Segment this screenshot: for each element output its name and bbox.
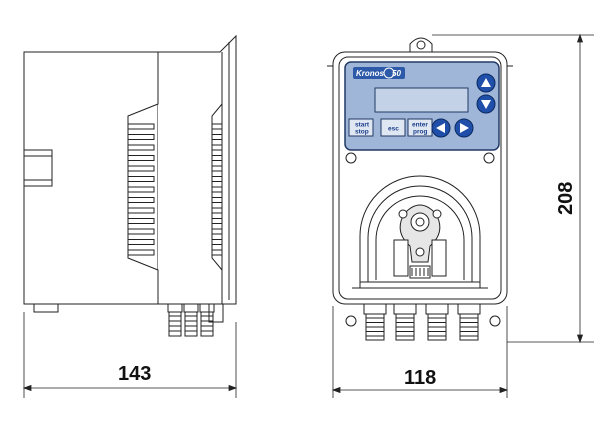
rib [127,123,155,130]
dimension-width-label: 118 [404,367,436,389]
svg-text:enter: enter [412,122,428,129]
rib [127,144,155,151]
arrow-left-button[interactable] [431,118,451,138]
svg-text:Kronos: Kronos [356,69,385,78]
rib [211,186,223,193]
rib [211,144,223,151]
arrow-down-button[interactable] [476,94,496,114]
rib [211,176,223,182]
fitting-nut [183,303,199,313]
dimensions [22,33,594,398]
rib [211,123,223,130]
rib [127,249,155,256]
enter-prog-button[interactable]: enter prog [407,118,433,137]
fitting-body [184,311,198,337]
arrow-left-icon [436,123,445,133]
fitting-body [200,311,214,337]
fitting-nut [199,303,215,313]
rib [127,197,155,203]
rib [127,218,155,224]
start-stop-button[interactable]: start stop [348,118,374,137]
rib [127,186,155,193]
svg-text:stop: stop [355,129,369,136]
rib [211,207,223,214]
rib [211,249,223,256]
front-view: Kronos 50 start stop [327,37,513,341]
rib [127,134,155,140]
rib [127,165,155,172]
rib [211,239,223,245]
dimension-depth-label: 143 [118,363,151,385]
fitting-nut [457,303,481,315]
control-panel: Kronos 50 start stop [344,61,500,151]
rib [127,176,155,182]
rib [211,155,223,161]
pump-head [352,175,488,289]
brand-logo: Kronos 50 [353,67,405,79]
svg-text:start: start [355,122,370,129]
arrow-right-icon [460,123,469,133]
arrow-up-button[interactable] [476,73,496,93]
rotor-icon [398,204,442,263]
rib [211,197,223,203]
rib [211,218,223,224]
rib [127,207,155,214]
rib [127,239,155,245]
svg-text:esc: esc [388,126,399,133]
dimension-height-label: 208 [555,182,577,215]
arrow-down-icon [481,100,491,109]
rib [211,165,223,172]
rib [211,228,223,235]
fitting-nut [425,303,449,315]
lcd-display [374,87,469,113]
esc-button[interactable]: esc [380,118,406,137]
rib [127,228,155,235]
fitting-nut [167,303,183,313]
arrow-right-button[interactable] [454,118,474,138]
side-view [23,34,237,337]
arrow-up-icon [481,78,491,87]
fitting-nut [363,303,387,315]
rib [127,155,155,161]
fitting-body [168,311,182,337]
svg-text:prog: prog [413,129,427,136]
rib [211,134,223,140]
fitting-nut [393,303,417,315]
svg-text:50: 50 [392,69,401,78]
